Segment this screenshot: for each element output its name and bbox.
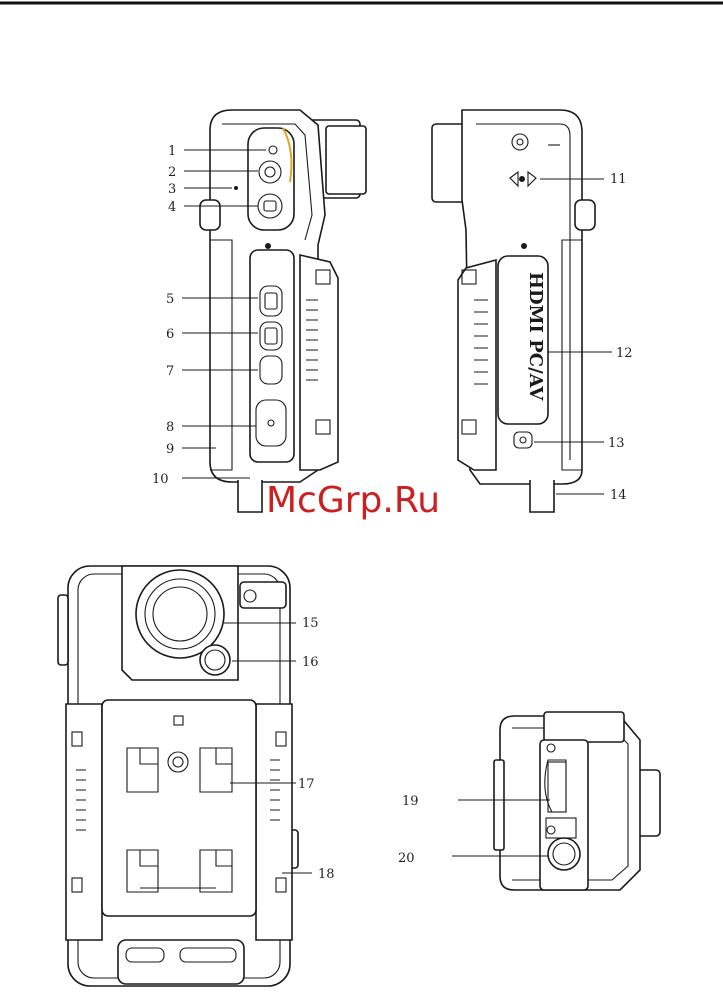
callout-3: 3: [168, 182, 176, 197]
callout-16: 16: [302, 655, 319, 670]
left-side-view: [200, 110, 366, 512]
callout-15: 15: [302, 616, 319, 631]
callout-8: 8: [166, 420, 174, 435]
card-slot-view: [494, 712, 660, 890]
back-view: [58, 566, 298, 986]
callout-9: 9: [166, 442, 174, 457]
watermark-text: McGrp.Ru: [266, 480, 440, 521]
callout-11: 11: [610, 172, 627, 187]
callout-18: 18: [318, 867, 335, 882]
callout-2: 2: [168, 165, 176, 180]
callout-5: 5: [166, 292, 174, 307]
right-side-view: HDMI PC/AV: [432, 110, 595, 512]
callout-20: 20: [398, 851, 415, 866]
callout-19: 19: [402, 794, 419, 809]
callout-6: 6: [166, 327, 174, 342]
callout-10: 10: [152, 472, 169, 487]
callout-17: 17: [298, 777, 315, 792]
callout-12: 12: [616, 346, 633, 361]
callout-14: 14: [610, 488, 627, 503]
callout-1: 1: [168, 144, 176, 159]
callout-4: 4: [168, 200, 176, 215]
callout-13: 13: [608, 436, 625, 451]
callout-7: 7: [166, 364, 174, 379]
port-cover-label: HDMI PC/AV: [525, 272, 546, 401]
